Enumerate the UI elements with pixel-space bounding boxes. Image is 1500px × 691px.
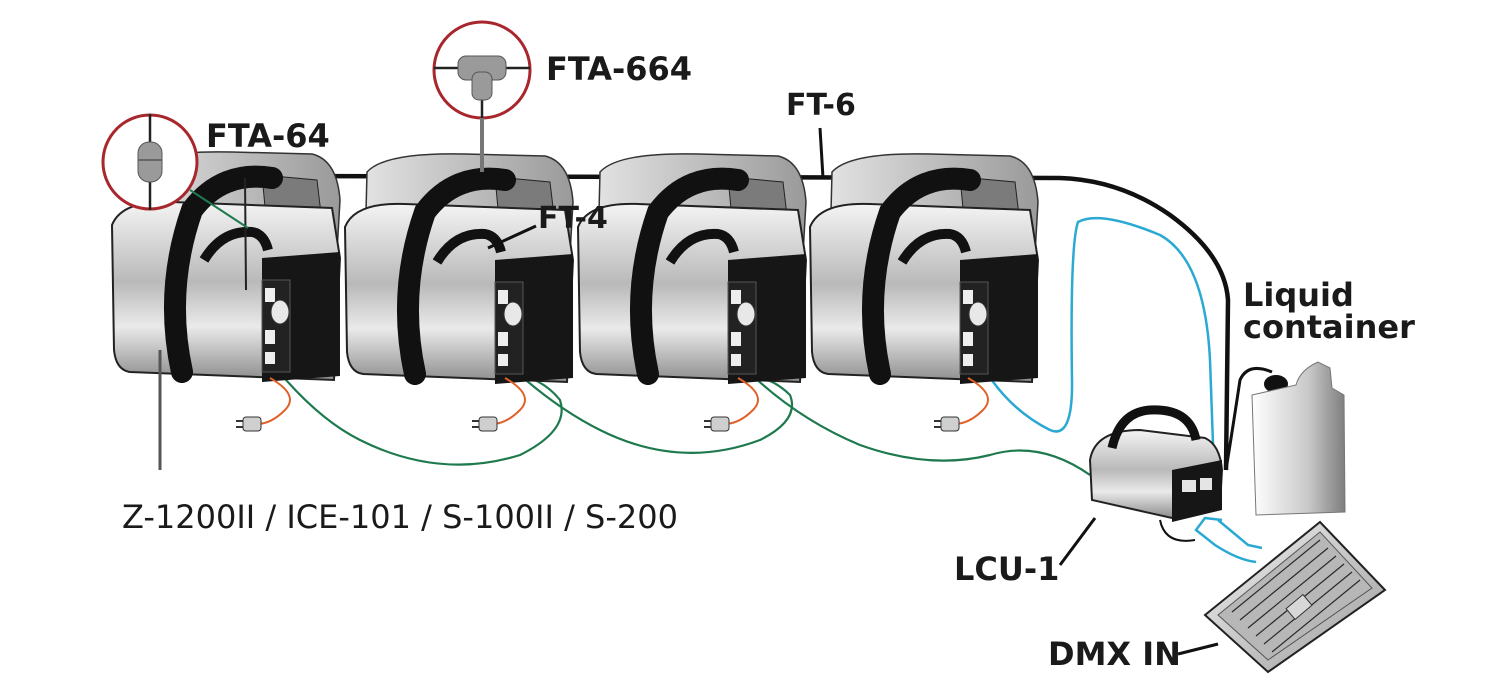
label-ft-4: FT-4: [538, 201, 608, 236]
label-fta-664: FTA-664: [546, 50, 692, 88]
label-ft-6: FT-6: [786, 88, 856, 123]
label-dmx-in: DMX IN: [1048, 635, 1181, 673]
fog-machine-4: [810, 154, 1038, 384]
fog-machine-2: [345, 154, 573, 384]
fta-664-adapter-callout: [432, 20, 532, 172]
label-machine-models: Z-1200II / ICE-101 / S-100II / S-200: [122, 498, 678, 536]
label-liquid: Liquid: [1243, 276, 1354, 314]
label-container: container: [1243, 308, 1415, 346]
lcu-1-controller: [1088, 405, 1224, 542]
label-lcu-1: LCU-1: [954, 550, 1059, 588]
label-fta-64: FTA-64: [206, 117, 330, 155]
fta-64-adapter-callout: [101, 113, 249, 229]
liquid-container: [1224, 361, 1346, 516]
control-cable: [983, 216, 1257, 564]
dmx-console: [1203, 520, 1387, 674]
fog-machine-3: [578, 154, 806, 384]
